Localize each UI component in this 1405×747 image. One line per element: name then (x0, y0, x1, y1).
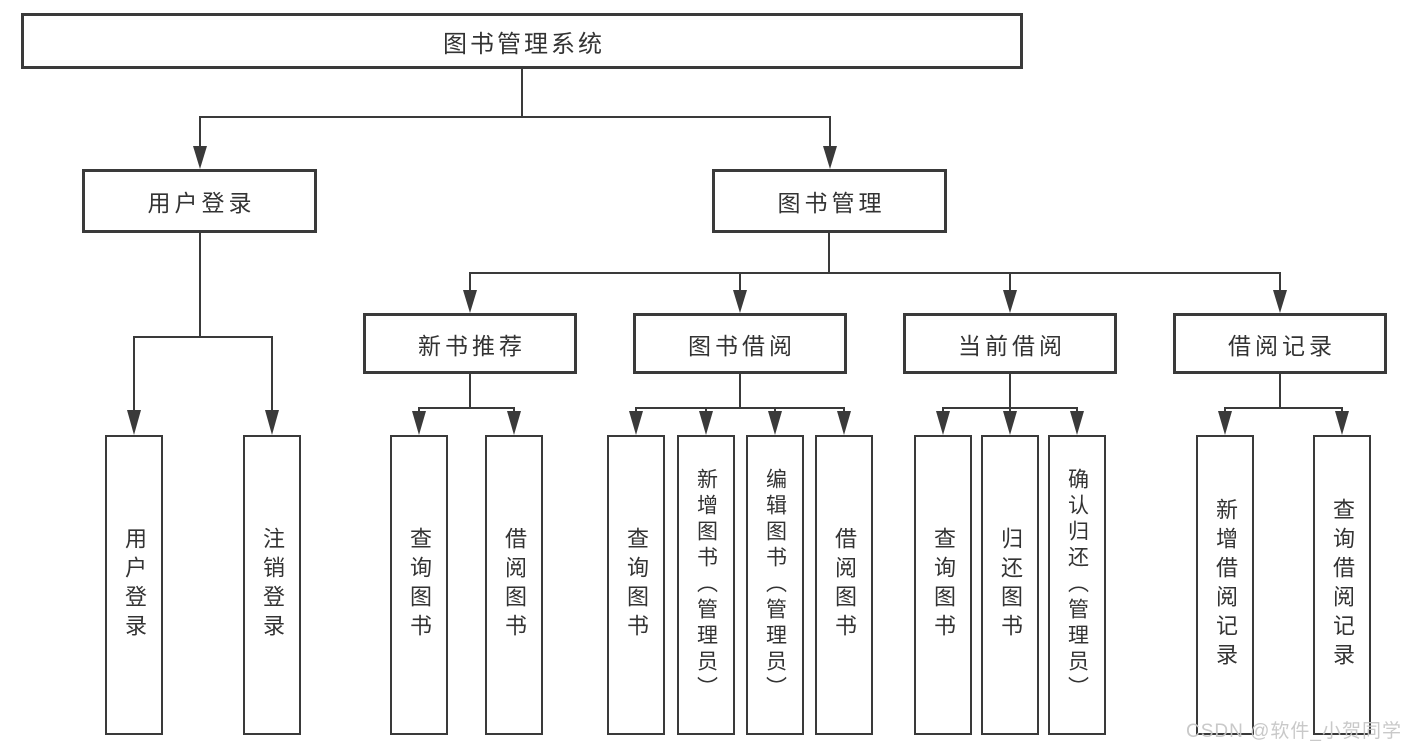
connector-recommend-subtree (412, 374, 521, 435)
connector-borrow-subtree (629, 374, 851, 435)
node-book-management: 图书管理 (712, 169, 947, 233)
connector-records-subtree (1218, 374, 1349, 435)
node-new-book-recommend: 新书推荐 (363, 313, 577, 374)
leaf-logout: 注销登录 (243, 435, 301, 735)
leaf-user-login: 用户登录 (105, 435, 163, 735)
node-book-borrow: 图书借阅 (633, 313, 847, 374)
leaf-query-borrow-record: 查询借阅记录 (1313, 435, 1371, 735)
connector-current-subtree (936, 374, 1084, 435)
node-user-login: 用户登录 (82, 169, 317, 233)
leaf-recommend-query-book: 查询图书 (390, 435, 448, 735)
leaf-current-query-book: 查询图书 (914, 435, 972, 735)
leaf-recommend-borrow-book: 借阅图书 (485, 435, 543, 735)
node-root-system: 图书管理系统 (21, 13, 1023, 69)
node-current-borrow: 当前借阅 (903, 313, 1117, 374)
leaf-edit-book-admin: 编辑图书（管理员） (746, 435, 804, 735)
csdn-watermark: CSDN @软件_小贺同学 (1186, 721, 1402, 742)
leaf-add-book-admin: 新增图书（管理员） (677, 435, 735, 735)
leaf-borrow-book: 借阅图书 (815, 435, 873, 735)
connector-root-to-level2 (193, 69, 837, 169)
leaf-return-book: 归还图书 (981, 435, 1039, 735)
leaf-borrow-query-book: 查询图书 (607, 435, 665, 735)
connector-login-subtree (127, 233, 279, 435)
connector-management-to-level3 (463, 233, 1287, 313)
leaf-add-borrow-record: 新增借阅记录 (1196, 435, 1254, 735)
leaf-confirm-return-admin: 确认归还（管理员） (1048, 435, 1106, 735)
node-borrow-records: 借阅记录 (1173, 313, 1387, 374)
